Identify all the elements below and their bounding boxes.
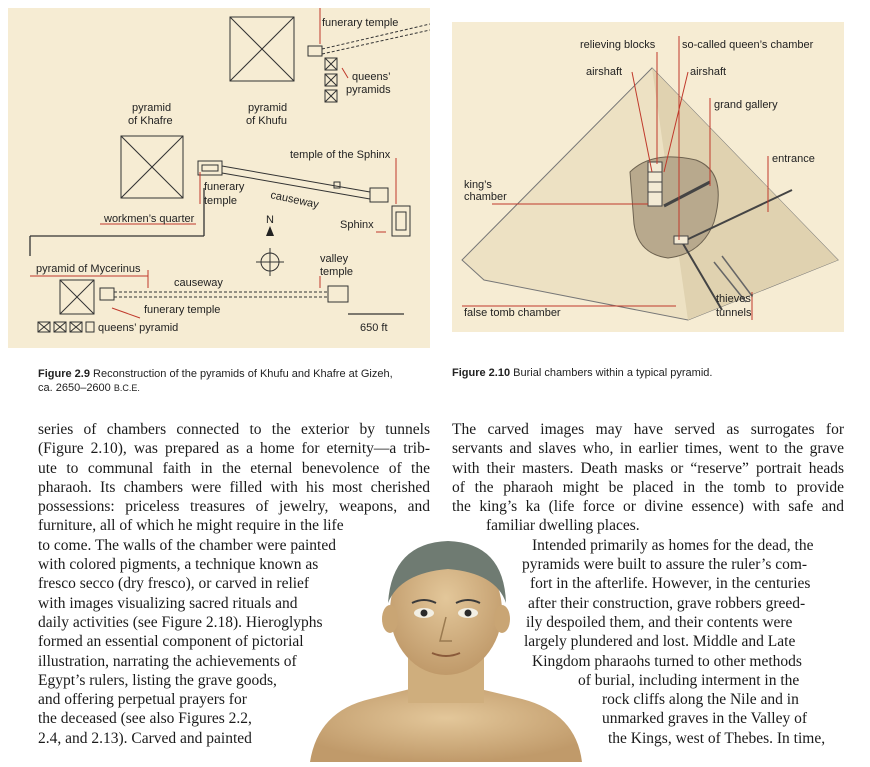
body-left-line: furniture, all of which he might require… [38, 517, 344, 535]
label-pyramid-khafre-2: of Khafre [128, 115, 173, 127]
kings-chamber-shape [647, 161, 663, 207]
body-right-line: of burial, including interment in the [578, 671, 800, 689]
body-right-line: Kingdom pharaohs turned to other methods [532, 652, 802, 670]
figure-2-9-site-plan: funerary temple queens’ pyramids pyramid… [8, 8, 430, 348]
label-funerary-temple-top: funerary temple [322, 17, 398, 29]
label-entrance: entrance [772, 153, 815, 165]
label-airshaft-right: airshaft [690, 66, 726, 78]
caption-2-9-text: Reconstruction of the pyramids of Khufu … [93, 368, 393, 380]
khafre-pyramid-shape [120, 135, 184, 199]
label-scale: 650 ft [360, 322, 388, 334]
body-left-line: (Figure 2.10), was prepared as a home fo… [38, 440, 430, 458]
label-queens-pyramids-2: pyramids [346, 84, 391, 96]
label-funerary-temple-low: funerary temple [144, 304, 220, 316]
body-right-line: servants and slaves who, in earlier time… [452, 440, 844, 458]
body-right-line: of the pharaoh might be placed in the to… [452, 478, 844, 496]
caption-2-9-number: Figure 2.9 [38, 368, 90, 380]
label-airshaft-left: airshaft [586, 66, 622, 78]
label-queens-chamber: so-called queen’s chamber [682, 39, 814, 51]
body-left-line: formed an essential component of pictori… [38, 633, 304, 651]
label-thieves-tunnels-1: thieves’ [716, 293, 753, 305]
body-left-line: 2.4, and 2.13). Carved and painted [38, 729, 252, 747]
label-workmens-quarter: workmen’s quarter [103, 213, 195, 225]
caption-2-9-line2: ca. 2650–2600 [38, 382, 111, 394]
body-right-line: familiar dwelling places. [486, 517, 640, 535]
figure-2-9-caption: Figure 2.9 Reconstruction of the pyramid… [38, 367, 428, 395]
body-right-line: rock cliffs along the Nile and in [602, 691, 799, 709]
caption-2-10-text: Burial chambers within a typical pyramid… [513, 367, 713, 379]
body-left-line: with colored pigments, a technique known… [38, 556, 319, 574]
caption-2-9-era: B.C.E. [113, 383, 140, 393]
body-column-right: The carved images may have served as sur… [452, 420, 844, 748]
label-causeway-lower: causeway [174, 277, 223, 289]
khufu-pyramid-shape [229, 16, 295, 82]
body-right-line: Intended primarily as homes for the dead… [532, 536, 814, 554]
figure-2-10-caption: Figure 2.10 Burial chambers within a typ… [452, 366, 842, 380]
label-queens-pyramid-low: queens’ pyramid [98, 322, 178, 334]
body-left-line: the deceased (see also Figures 2.2, [38, 710, 252, 728]
label-queens-pyramids: queens’ [352, 71, 391, 83]
label-temple-sphinx: temple of the Sphinx [290, 149, 391, 161]
label-funerary-temple-mid-2: temple [204, 195, 237, 207]
label-north: N [266, 214, 274, 226]
label-funerary-temple-mid-1: funerary [204, 181, 245, 193]
body-right-line: fort in the afterlife. However, in the c… [530, 575, 811, 593]
label-sphinx: Sphinx [340, 219, 374, 231]
mycerinus-pyramid-shape [59, 279, 95, 315]
label-pyramid-mycerinus: pyramid of Mycerinus [36, 263, 141, 275]
body-left-line: pharaoh. Its chambers were filled with h… [38, 478, 430, 496]
body-left-line: daily activities (see Figure 2.18). Hier… [38, 613, 323, 631]
label-relieving-blocks: relieving blocks [580, 39, 656, 51]
body-right-line: the king’s ka (life force or divine esse… [452, 498, 844, 516]
caption-2-10-number: Figure 2.10 [452, 367, 511, 379]
label-false-tomb: false tomb chamber [464, 307, 561, 319]
north-arrow-icon [266, 226, 274, 236]
figure-2-10-pyramid-cutaway: relieving blocks so-called queen’s chamb… [452, 22, 844, 332]
label-pyramid-khufu-2: of Khufu [246, 115, 287, 127]
label-valley-temple-1: valley [320, 253, 349, 265]
label-grand-gallery: grand gallery [714, 99, 778, 111]
body-left-line: fresco secco (dry fresco), or carved in … [38, 575, 310, 593]
body-left-line: series of chambers connected to the exte… [38, 421, 430, 438]
body-right-line: largely plundered and lost. Middle and L… [524, 633, 796, 651]
body-right-line: with their masters. Death masks or “rese… [452, 459, 844, 477]
label-kings-chamber-2: chamber [464, 191, 507, 203]
pyramid-cutaway-drawing: relieving blocks so-called queen’s chamb… [461, 36, 839, 321]
body-left-line: to come. The walls of the chamber were p… [38, 536, 336, 554]
label-causeway-upper: causeway [269, 189, 320, 211]
body-right-line: The carved images may have served as sur… [452, 421, 844, 438]
body-left-line: illustration, narrating the achievements… [38, 652, 297, 670]
gizeh-site-plan-drawing: funerary temple queens’ pyramids pyramid… [29, 8, 430, 334]
body-column-left: series of chambers connected to the exte… [38, 420, 430, 748]
label-kings-chamber-1: king’s [464, 179, 492, 191]
body-left-line: and offering perpetual prayers for [38, 691, 247, 709]
body-left-line: ute to communal faith in the eternal ben… [38, 459, 430, 477]
label-pyramid-khafre-1: pyramid [132, 102, 171, 114]
body-right-line: ily despoiled them, and their contents w… [526, 613, 793, 631]
body-right-line: the Kings, west of Thebes. In time, [608, 729, 826, 747]
label-pyramid-khufu-1: pyramid [248, 102, 287, 114]
body-right-line: unmarked graves in the Valley of [602, 710, 808, 728]
label-valley-temple-2: temple [320, 266, 353, 278]
label-thieves-tunnels-2: tunnels [716, 307, 752, 319]
body-left-line: with images visualizing sacred rituals a… [38, 594, 298, 612]
body-left-line: possessions: priceless treasures of jewe… [38, 498, 430, 516]
body-left-line: Egypt’s rulers, listing the grave goods, [38, 671, 277, 689]
body-right-line: pyramids were built to assure the ruler’… [522, 556, 808, 574]
body-right-line: after their construction, grave robbers … [528, 594, 806, 612]
egyptian-statue-image [300, 533, 590, 762]
